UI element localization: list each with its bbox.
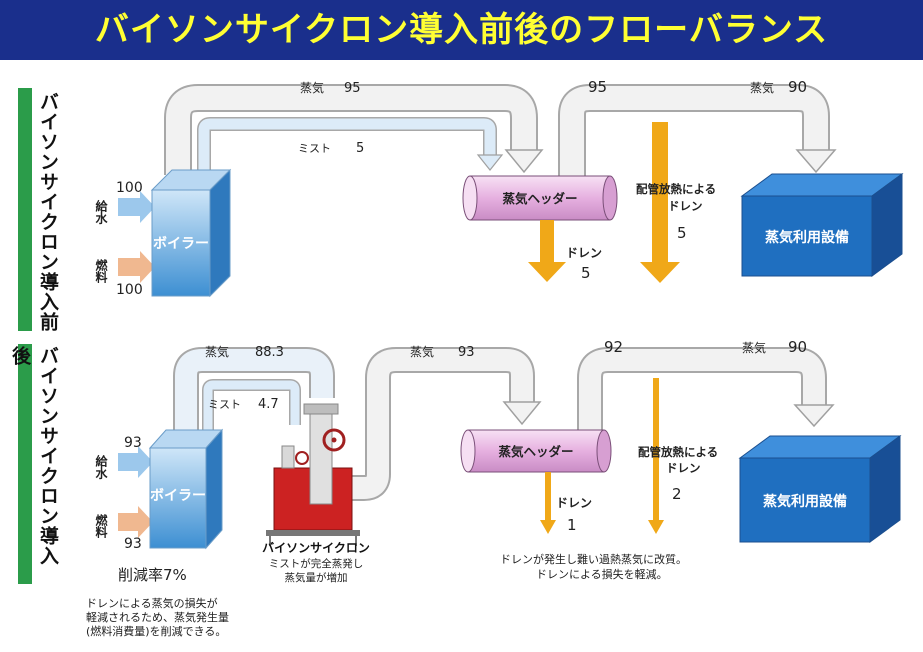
before-drain-label: ドレン bbox=[566, 246, 602, 260]
before-drain-arrow bbox=[528, 220, 566, 282]
note-right-line-1: ドレンが発生し難い過熱蒸気に改質。 bbox=[500, 553, 687, 566]
after-fuel-arrow bbox=[118, 506, 153, 538]
after-header-arrowhead bbox=[502, 401, 542, 426]
after-feed-label: 給水 bbox=[94, 455, 108, 479]
after-boiler bbox=[149, 447, 207, 549]
after-equipment-arrowhead bbox=[793, 404, 835, 428]
before-feed-arrow bbox=[118, 191, 155, 223]
after-boiler-label: ボイラー bbox=[150, 488, 206, 504]
before-mist-arrowhead bbox=[476, 154, 504, 171]
before-fuel-arrow bbox=[118, 251, 155, 283]
before-boiler-label: ボイラー bbox=[153, 236, 209, 252]
before-steam-label: 蒸気 bbox=[300, 80, 324, 95]
bison-cyclone-device bbox=[266, 403, 360, 546]
before-equipment bbox=[741, 195, 873, 277]
after-pipe-loss-arrow bbox=[648, 378, 664, 534]
after-mist-label: ミスト bbox=[208, 398, 241, 411]
after-mist-value: 4.7 bbox=[258, 397, 279, 412]
after-steam-value: 88.3 bbox=[255, 345, 284, 360]
after-use-steam-label: 蒸気 bbox=[742, 340, 766, 355]
cyclone-label: バイソンサイクロン bbox=[262, 541, 370, 555]
title-bar: バイソンサイクロン導入前後のフローバランス bbox=[0, 0, 923, 60]
before-header-out-value: 95 bbox=[588, 78, 607, 96]
after-drain-arrow bbox=[540, 472, 556, 534]
after-header bbox=[467, 429, 605, 473]
before-mist-value: 5 bbox=[356, 141, 364, 156]
before-mist-label: ミスト bbox=[298, 142, 331, 155]
before-steam-arrowhead bbox=[504, 149, 544, 174]
after-equipment bbox=[739, 457, 871, 543]
after-feed-arrow bbox=[118, 446, 153, 478]
before-equipment-label: 蒸気利用設備 bbox=[765, 229, 849, 246]
before-pipe-loss-label: 配管放熱による bbox=[636, 182, 716, 196]
section-bar-before bbox=[18, 88, 32, 331]
before-use-steam-label: 蒸気 bbox=[750, 80, 774, 95]
note-left-line-3: (燃料消費量)を削減できる。 bbox=[86, 625, 227, 638]
after-cyclone-out-label: 蒸気 bbox=[410, 344, 434, 359]
cyclone-desc-1: ミストが完全蒸発し bbox=[269, 557, 364, 570]
after-header-label: 蒸気ヘッダー bbox=[498, 444, 573, 459]
before-header-label: 蒸気ヘッダー bbox=[502, 191, 577, 206]
after-header-out-value: 92 bbox=[604, 338, 623, 356]
after-fuel-label: 燃料 bbox=[94, 514, 108, 538]
reduction-rate: 削減率7% bbox=[118, 566, 187, 584]
after-drain-label: ドレン bbox=[556, 496, 592, 510]
before-steam-value: 95 bbox=[344, 81, 361, 96]
before-feed-value: 100 bbox=[116, 180, 143, 196]
note-left-line-1: ドレンによる蒸気の損失が bbox=[86, 597, 218, 610]
before-use-steam-value: 90 bbox=[788, 78, 807, 96]
before-pipe-loss-value: 5 bbox=[677, 224, 687, 242]
after-steam-label: 蒸気 bbox=[205, 344, 229, 359]
after-feed-value: 93 bbox=[124, 435, 142, 451]
after-pipe-loss-label2: ドレン bbox=[666, 461, 701, 475]
before-pipe-loss-arrow bbox=[640, 122, 680, 283]
page-title: バイソンサイクロン導入前後のフローバランス bbox=[94, 10, 829, 50]
before-boiler-side bbox=[209, 168, 231, 298]
before-header bbox=[469, 175, 611, 221]
before-boiler bbox=[151, 189, 211, 297]
note-right-line-2: ドレンによる損失を軽減。 bbox=[536, 568, 668, 581]
section-label-after: バイソンサイクロン導入後 bbox=[9, 346, 59, 566]
after-pipe-loss-label: 配管放熱による bbox=[638, 445, 718, 459]
before-pipe-loss-label2: ドレン bbox=[668, 199, 703, 213]
section-label-before: バイソンサイクロン導入前 bbox=[37, 92, 59, 332]
cyclone-desc-2: 蒸気量が増加 bbox=[285, 571, 348, 584]
before-drain-value: 5 bbox=[581, 264, 591, 282]
after-equipment-label: 蒸気利用設備 bbox=[763, 493, 847, 510]
after-drain-value: 1 bbox=[567, 516, 577, 534]
before-equipment-arrowhead bbox=[795, 149, 837, 174]
before-feed-label: 給水 bbox=[94, 200, 108, 224]
before-fuel-value: 100 bbox=[116, 282, 143, 298]
before-fuel-label: 燃料 bbox=[94, 259, 108, 283]
note-left-line-2: 軽減されるため、蒸気発生量 bbox=[86, 611, 229, 624]
section-bar-after bbox=[18, 344, 32, 584]
after-cyclone-out-value: 93 bbox=[458, 345, 475, 360]
after-fuel-value: 93 bbox=[124, 536, 142, 552]
after-use-steam-value: 90 bbox=[788, 338, 807, 356]
after-boiler-side bbox=[205, 428, 223, 550]
after-pipe-loss-value: 2 bbox=[672, 485, 682, 503]
after-diagram bbox=[118, 347, 902, 550]
before-mist-pipe bbox=[197, 117, 497, 175]
before-diagram bbox=[118, 84, 904, 298]
